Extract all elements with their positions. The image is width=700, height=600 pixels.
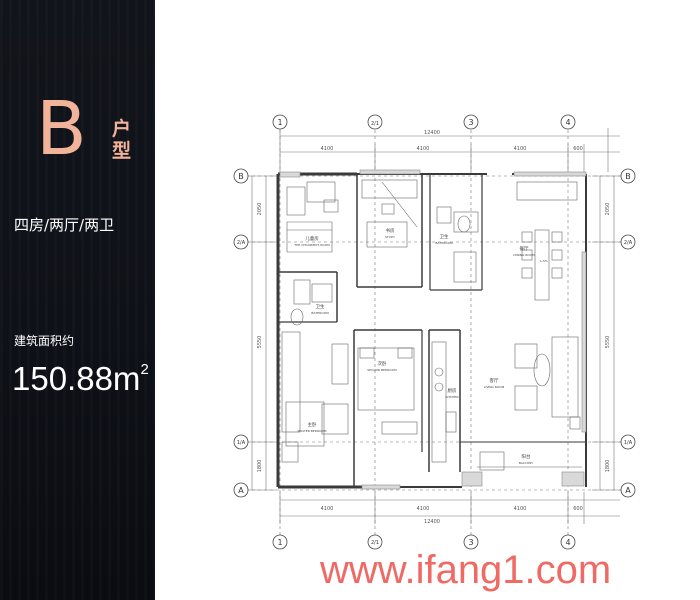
axis-label: 1 (277, 538, 282, 547)
lift-label: L-5% (540, 259, 548, 263)
room-label-balcony-en: BALCONY (519, 461, 533, 465)
axis-marker (233, 482, 249, 498)
axis-label: 1 (277, 118, 282, 127)
area-label: 建筑面积约 (14, 334, 75, 348)
dimension-text: 600 (573, 506, 583, 512)
axis-label: A (625, 486, 631, 495)
dimension-text: 600 (573, 146, 583, 152)
room-label-living: 客厅 (490, 377, 499, 384)
room-label-kitchen-en: KITCHEN (446, 395, 459, 399)
axis-label: 4 (565, 538, 570, 547)
axis-label: B (238, 172, 244, 181)
axis-label: 3 (468, 538, 473, 547)
axis-marker (620, 434, 636, 450)
master-bedroom-furniture (281, 331, 349, 463)
axis-label: 2/1 (371, 540, 379, 546)
room-label-bath-top-en: BATHROOM (435, 241, 453, 245)
dimension-text: 1800 (605, 460, 611, 473)
axis-markers-left: B 2/A 1/A A (233, 168, 249, 498)
walls (276, 172, 587, 489)
axis-marker (272, 534, 288, 550)
room-label-kitchen: 厨房 (448, 387, 457, 394)
floor-plan: 1 2/1 3 4 1 2/1 3 4 B 2/A 1/A A B 2/A 1/… (233, 114, 636, 550)
room-label-bath-left: 卫生 (316, 303, 325, 310)
area-unit-superscript: 2 (140, 361, 149, 378)
unit-type-letter: B (36, 86, 87, 172)
axis-markers-right: B 2/A 1/A A (620, 168, 636, 498)
axis-marker (620, 234, 636, 250)
sidebar-panel: B 户型 四房/两厅/两卫 建筑面积约 150.88m2 (0, 0, 155, 600)
axis-markers-bottom: 1 2/1 3 4 (272, 534, 576, 550)
dimension-text: 1800 (257, 460, 263, 473)
axis-label: 3 (468, 118, 473, 127)
axis-marker (367, 534, 383, 550)
left-bathroom-fixtures (290, 279, 333, 326)
axis-marker (620, 168, 636, 184)
study-furniture (361, 179, 418, 248)
room-label-childrens-en: THE CHILDREN'S ROOM (293, 243, 330, 247)
room-label-study: 书房 (386, 227, 395, 234)
axis-marker (463, 534, 479, 550)
sidebar-texture (0, 0, 155, 600)
dimension-text: 2050 (257, 203, 263, 216)
dining-furniture (516, 181, 578, 301)
room-label-study-en: STUDY (385, 235, 395, 239)
watermark: www.ifang1.com (320, 548, 612, 592)
axis-markers-top: 1 2/1 3 4 (272, 114, 576, 130)
area-number: 150.88m (12, 360, 141, 397)
room-label-dining: 餐厅 (520, 245, 529, 252)
axis-marker (620, 482, 636, 498)
room-label-second-bedroom-en: SECOND BEDROOM (367, 368, 397, 372)
balcony-fixtures (477, 451, 582, 471)
axis-label: 2/1 (371, 121, 379, 127)
dimension-text: 5550 (605, 336, 611, 349)
room-label-bath-top: 卫生 (440, 233, 449, 240)
dimension-text: 4100 (321, 506, 334, 512)
axis-label: 2/A (237, 240, 246, 246)
axis-label: 1/A (624, 440, 633, 446)
axis-label: B (625, 172, 631, 181)
top-bathroom-fixtures (436, 206, 479, 283)
layout-description: 四房/两厅/两卫 (14, 216, 115, 234)
room-label-master-bedroom: 主卧 (308, 421, 317, 428)
room-label-dining-en: DINING ROOM (513, 253, 535, 257)
childrens-room-furniture (286, 181, 339, 253)
dimension-text: 2050 (605, 203, 611, 216)
room-label-second-bedroom: 次卧 (378, 360, 387, 367)
axis-marker (560, 534, 576, 550)
room-label-childrens: 儿童房 (305, 235, 319, 242)
axis-marker (463, 114, 479, 130)
axis-marker (233, 234, 249, 250)
axis-marker (560, 114, 576, 130)
axis-label: 4 (565, 118, 570, 127)
room-label-balcony: 阳台 (522, 453, 531, 460)
area-value: 150.88m2 (12, 360, 149, 398)
dimension-text: 4100 (514, 146, 527, 152)
axis-marker (272, 114, 288, 130)
dimension-text: 4100 (417, 146, 430, 152)
axis-marker (233, 168, 249, 184)
living-room-furniture (514, 336, 581, 430)
axis-label: A (238, 486, 244, 495)
dimension-text: 12400 (424, 130, 440, 136)
second-bedroom-furniture (331, 343, 418, 435)
axis-label: 1/A (237, 440, 246, 446)
room-label-bath-left-en: BATHROOM (311, 311, 329, 315)
dimension-text: 12400 (424, 519, 440, 525)
axis-label: 2/A (624, 240, 633, 246)
axis-marker (367, 114, 383, 130)
unit-type-word: 户型 (112, 118, 132, 162)
room-label-master-bedroom-en: MASTER BEDROOM (298, 429, 327, 433)
dimension-text: 4100 (514, 506, 527, 512)
dimension-text: 5550 (257, 336, 263, 349)
room-label-living-en: LIVING ROOM (484, 385, 505, 389)
axis-marker (233, 434, 249, 450)
kitchen-fixtures (431, 341, 457, 463)
dimension-text: 4100 (321, 146, 334, 152)
dimension-text: 4100 (417, 506, 430, 512)
